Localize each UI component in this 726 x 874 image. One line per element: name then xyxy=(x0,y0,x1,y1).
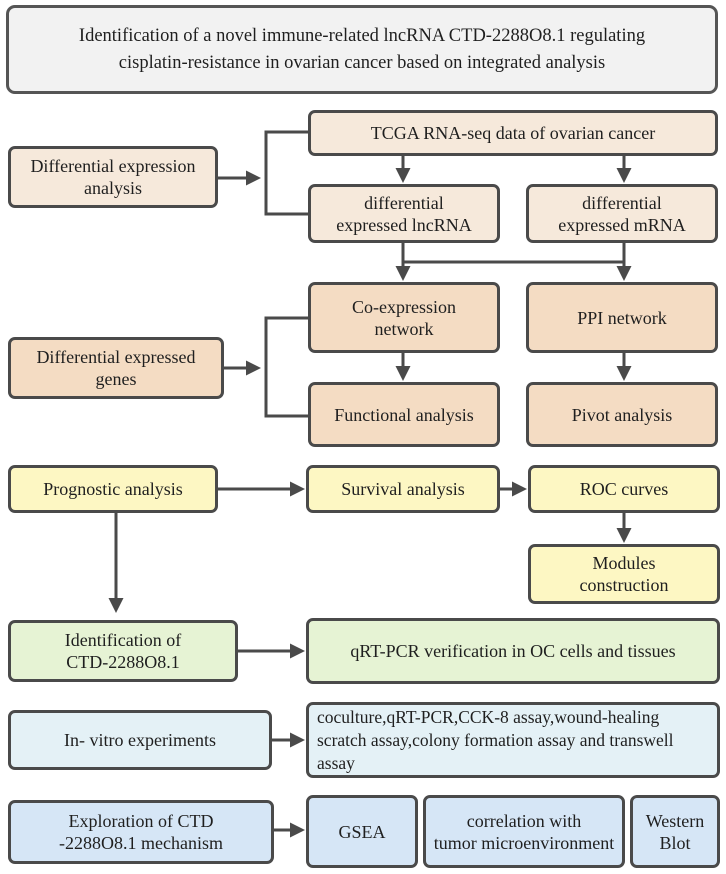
modules-construction-label: Modules construction xyxy=(579,553,669,595)
prognostic-analysis-box: Prognostic analysis xyxy=(8,465,218,513)
assays-box: coculture,qRT-PCR,CCK-8 assay,wound-heal… xyxy=(306,702,720,778)
pivot-analysis-box: Pivot analysis xyxy=(526,382,718,447)
functional-analysis-label: Functional analysis xyxy=(334,404,474,425)
tcga-data-box: TCGA RNA-seq data of ovarian cancer xyxy=(308,110,718,156)
tcga-data-label: TCGA RNA-seq data of ovarian cancer xyxy=(370,123,656,143)
differential-expressed-genes-box: Differential expressed genes xyxy=(8,337,224,399)
qrtpcr-verification-label: qRT-PCR verification in OC cells and tis… xyxy=(350,641,676,661)
roc-curves-label: ROC curves xyxy=(579,479,669,499)
coexpression-network-box: Co-expression network xyxy=(308,282,500,353)
gsea-label: GSEA xyxy=(338,821,386,842)
western-blot-box: Western Blot xyxy=(630,795,720,868)
differential-expression-analysis-label: Differential expression analysis xyxy=(30,156,196,198)
lncrna-label: differential expressed lncRNA xyxy=(336,192,472,235)
correlation-tme-label: correlation with tumor microenvironment xyxy=(433,810,615,853)
functional-analysis-box: Functional analysis xyxy=(308,382,500,447)
exploration-mechanism-box: Exploration of CTD -2288O8.1 mechanism xyxy=(8,800,274,864)
ppi-network-label: PPI network xyxy=(577,307,667,328)
differential-expression-analysis-box: Differential expression analysis xyxy=(8,146,218,208)
exploration-mechanism-label: Exploration of CTD -2288O8.1 mechanism xyxy=(59,811,223,853)
bracket-section2 xyxy=(264,316,308,418)
qrtpcr-verification-box: qRT-PCR verification in OC cells and tis… xyxy=(306,618,720,684)
ppi-network-box: PPI network xyxy=(526,282,718,353)
differential-expressed-genes-label: Differential expressed genes xyxy=(36,347,196,389)
mrna-label: differential expressed mRNA xyxy=(558,192,686,235)
assays-label: coculture,qRT-PCR,CCK-8 assay,wound-heal… xyxy=(317,706,674,773)
pivot-analysis-label: Pivot analysis xyxy=(571,404,673,425)
correlation-tme-box: correlation with tumor microenvironment xyxy=(423,795,625,868)
gsea-box: GSEA xyxy=(306,795,418,868)
modules-construction-box: Modules construction xyxy=(528,544,720,604)
page-title: Identification of a novel immune-related… xyxy=(6,5,718,94)
survival-analysis-box: Survival analysis xyxy=(306,465,500,513)
mrna-box: differential expressed mRNA xyxy=(526,184,718,243)
roc-curves-box: ROC curves xyxy=(528,465,720,513)
lncrna-box: differential expressed lncRNA xyxy=(308,184,500,243)
identification-box: Identification of CTD-2288O8.1 xyxy=(8,620,238,682)
title-text: Identification of a novel immune-related… xyxy=(78,25,646,73)
in-vitro-experiments-label: In- vitro experiments xyxy=(64,730,216,750)
coexpression-network-label: Co-expression network xyxy=(352,296,456,339)
western-blot-label: Western Blot xyxy=(645,810,705,853)
bracket-section1 xyxy=(264,130,308,216)
identification-label: Identification of CTD-2288O8.1 xyxy=(64,630,182,672)
in-vitro-experiments-box: In- vitro experiments xyxy=(8,710,272,770)
merge-line-lncrna-mrna xyxy=(401,243,626,264)
prognostic-analysis-label: Prognostic analysis xyxy=(43,479,183,499)
survival-analysis-label: Survival analysis xyxy=(341,479,465,499)
